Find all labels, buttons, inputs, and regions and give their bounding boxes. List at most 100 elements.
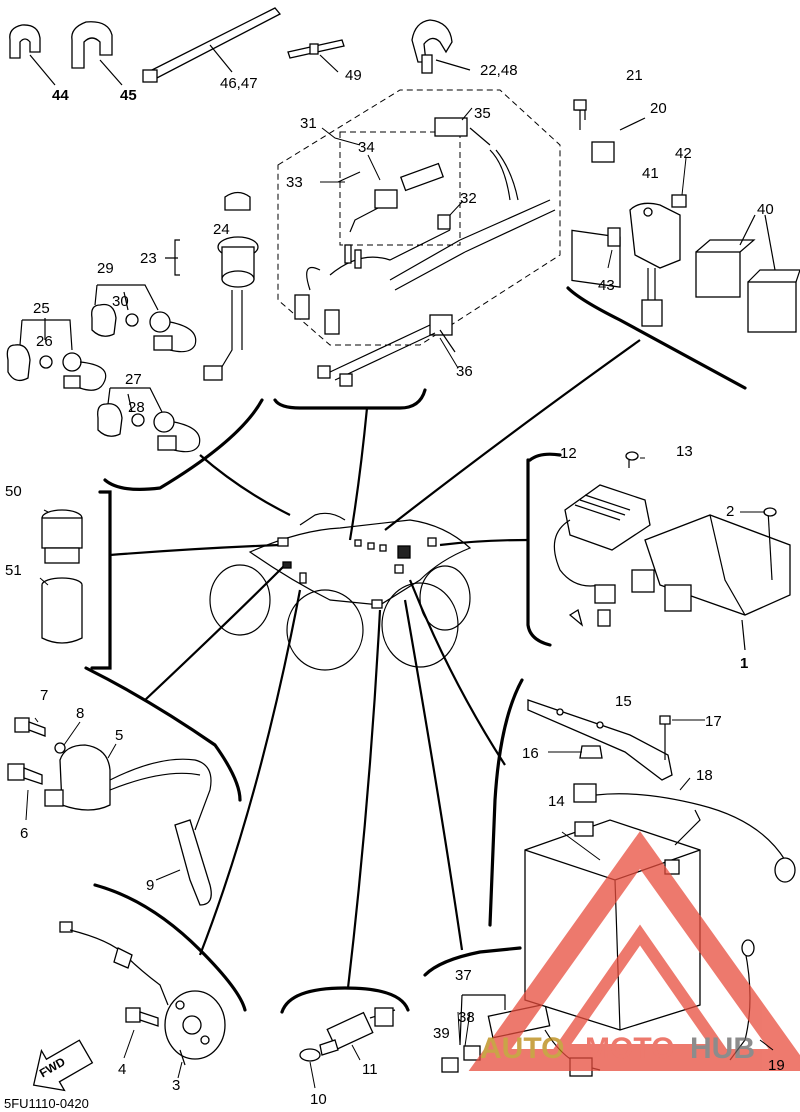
clip-45 <box>71 21 123 86</box>
harness-box <box>277 89 561 387</box>
label-43: 43 <box>598 277 615 294</box>
frame-ecu-side <box>526 458 552 647</box>
label-35: 35 <box>474 105 491 122</box>
label-45: 45 <box>120 87 137 104</box>
battery-14 <box>524 809 701 1031</box>
label-20: 20 <box>650 100 667 117</box>
frame-fuse-box-left <box>90 490 112 670</box>
watermark-auto: AUTO <box>480 1032 564 1065</box>
label-49: 49 <box>345 67 362 84</box>
main-switch <box>165 191 259 381</box>
bolt-6 <box>7 763 43 785</box>
fwd-arrow: FWD <box>32 1039 94 1092</box>
label-32: 32 <box>460 190 477 207</box>
clamp-22-48 <box>411 19 471 74</box>
frame-ecu-top <box>528 452 562 462</box>
label-33: 33 <box>286 174 303 191</box>
label-12: 12 <box>560 445 577 462</box>
label-10: 10 <box>310 1091 327 1108</box>
label-29: 29 <box>97 260 114 277</box>
label-5: 5 <box>115 727 123 744</box>
label-23: 23 <box>140 250 157 267</box>
label-14: 14 <box>548 793 565 810</box>
label-34: 34 <box>358 139 375 156</box>
label-46-47: 46,47 <box>220 75 258 92</box>
label-9: 9 <box>146 877 154 894</box>
band-49 <box>287 39 345 73</box>
label-50: 50 <box>5 483 22 500</box>
frame-relays <box>566 286 747 390</box>
label-26: 26 <box>36 333 53 350</box>
horn-3 <box>59 921 226 1066</box>
atv-outline <box>209 512 472 671</box>
fuse-cover-51 <box>41 577 83 644</box>
label-24: 24 <box>213 221 230 238</box>
washer-8 <box>54 742 66 754</box>
label-18: 18 <box>696 767 713 784</box>
label-27: 27 <box>125 371 142 388</box>
label-16: 16 <box>522 745 539 762</box>
label-39: 39 <box>433 1025 450 1042</box>
label-31: 31 <box>300 115 317 132</box>
ignition-coil-5 <box>44 744 212 906</box>
fuse-holder-50 <box>41 509 83 564</box>
label-13: 13 <box>676 443 693 460</box>
starter-relay-20 <box>571 99 646 288</box>
frame-battery <box>488 678 524 927</box>
gasket-10 <box>299 1048 321 1062</box>
watermark-hub: HUB <box>690 1032 755 1065</box>
label-2: 2 <box>726 503 734 520</box>
label-6: 6 <box>20 825 28 842</box>
switch-25-26 <box>6 318 107 391</box>
frame-switches <box>103 398 264 491</box>
battery-bracket-15 <box>527 699 673 781</box>
label-36: 36 <box>456 363 473 380</box>
label-25: 25 <box>33 300 50 317</box>
label-17: 17 <box>705 713 722 730</box>
label-51: 51 <box>5 562 22 579</box>
label-22-48: 22,48 <box>480 62 518 79</box>
label-41: 41 <box>642 165 659 182</box>
label-3: 3 <box>172 1077 180 1094</box>
bolt-4 <box>125 1007 159 1027</box>
rectifier-12 <box>553 451 651 627</box>
diagram-code: 5FU1110-0420 <box>4 1096 89 1111</box>
frame-neutral-switch <box>280 986 410 1014</box>
label-38: 38 <box>458 1009 475 1026</box>
frame-ignition <box>84 666 242 802</box>
label-15: 15 <box>615 693 632 710</box>
label-4: 4 <box>118 1061 126 1078</box>
label-30: 30 <box>112 293 129 310</box>
label-11: 11 <box>362 1061 378 1078</box>
switch-27-28 <box>97 387 201 453</box>
frame-fuse <box>423 946 522 977</box>
label-19: 19 <box>768 1057 785 1074</box>
frame-harness <box>273 388 427 410</box>
label-7: 7 <box>40 687 48 704</box>
watermark-moto: MOTO <box>585 1032 674 1065</box>
ecu-1 <box>631 507 791 651</box>
bolt-17 <box>659 715 671 760</box>
frame-horn <box>93 883 247 1012</box>
label-42: 42 <box>675 145 692 162</box>
label-37: 37 <box>455 967 472 984</box>
label-44: 44 <box>52 87 69 104</box>
part-labels: 44 45 46,47 49 22,48 21 20 31 35 34 33 3… <box>5 62 785 1108</box>
label-8: 8 <box>76 705 84 722</box>
connector-leaders <box>109 339 641 989</box>
clip-44 <box>9 24 56 86</box>
callout-lines <box>25 107 774 1089</box>
switch-29-30 <box>91 284 197 353</box>
bolt-7 <box>14 717 46 737</box>
battery-cable-18 <box>573 783 796 883</box>
damper-16 <box>579 745 603 759</box>
label-40: 40 <box>757 201 774 218</box>
label-21: 21 <box>626 67 643 84</box>
label-1: 1 <box>740 655 748 672</box>
cable-tie-46-47 <box>142 7 282 83</box>
relay-40 <box>695 214 800 333</box>
watermark-logo: AUTO MOTO HUB <box>468 831 800 1071</box>
neutral-switch-11 <box>319 1007 396 1056</box>
relay-41 <box>607 194 687 327</box>
